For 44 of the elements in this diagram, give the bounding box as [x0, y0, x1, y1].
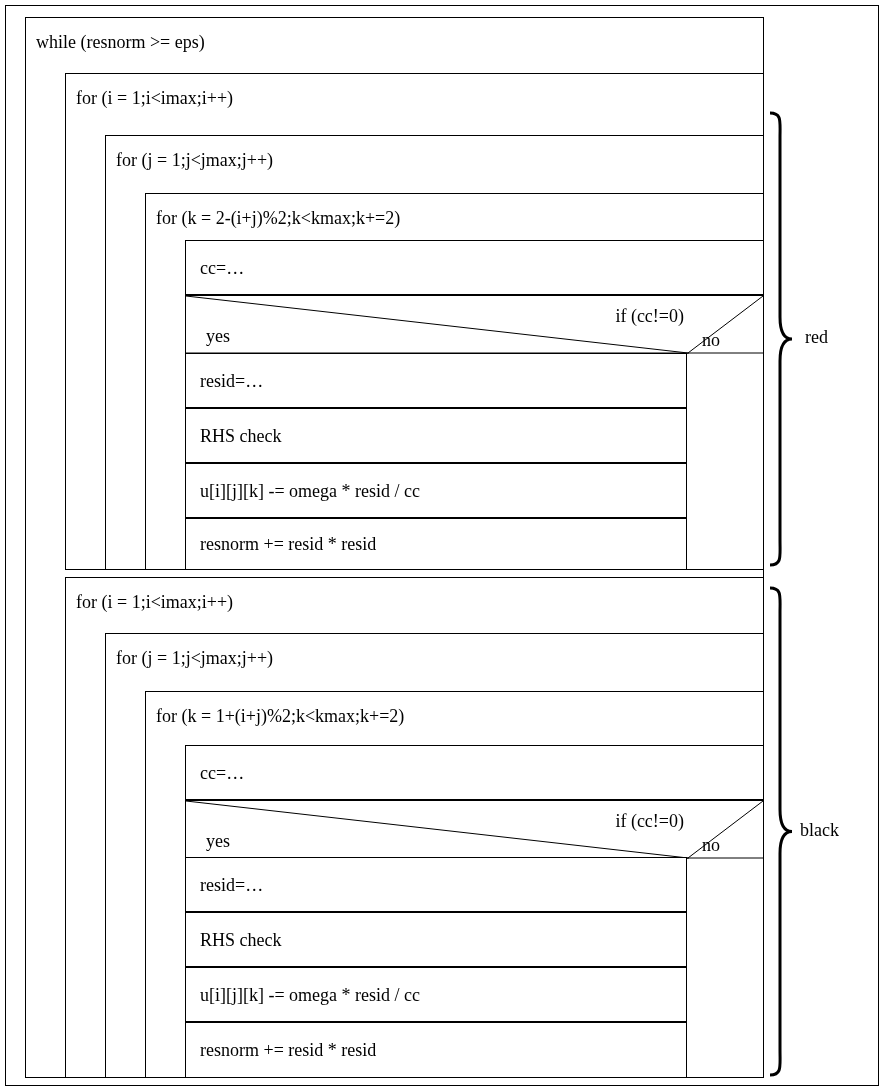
loop-block: [105, 633, 764, 1078]
statement-box: [185, 745, 764, 800]
statement-box: [185, 353, 687, 408]
statement-text: u[i][j][k] -= omega * resid / cc: [200, 480, 421, 501]
loop-block: [25, 17, 764, 1078]
statement-text: RHS check: [200, 425, 282, 446]
statement-text: resnorm += resid * resid: [200, 1039, 377, 1061]
statement-text: resid=…: [200, 874, 264, 895]
loop-block: [145, 193, 764, 570]
statement-text: resid=…: [200, 370, 264, 391]
loop-block: [65, 73, 764, 570]
condition-text: if (cc!=0): [615, 306, 684, 327]
loop-condition: for (k = 2-(i+j)%2;k<kmax;k+=2): [156, 208, 401, 229]
branch-label: yes: [206, 831, 230, 852]
loop-condition: for (j = 1;j<jmax;j++): [116, 648, 274, 669]
branch-label: yes: [206, 326, 230, 347]
statement-box: [185, 1022, 687, 1078]
loop-condition: for (j = 1;j<jmax;j++): [116, 150, 274, 171]
loop-block: [65, 577, 764, 1078]
condition-text: if (cc!=0): [615, 811, 684, 832]
statement-box: [185, 912, 687, 967]
statement-text: cc=…: [200, 762, 245, 783]
statement-box: [185, 463, 687, 518]
statement-box: [185, 967, 687, 1022]
statement-text: RHS check: [200, 929, 282, 950]
loop-condition: for (i = 1;i<imax;i++): [76, 592, 234, 613]
branch-label: no: [702, 835, 720, 856]
branch-label: no: [702, 330, 720, 351]
decision-block: [185, 800, 764, 1078]
statement-text: cc=…: [200, 257, 245, 278]
statement-box: [185, 857, 687, 912]
loop-block: [145, 691, 764, 1078]
statement-box: [185, 240, 764, 295]
statement-box: [185, 518, 687, 570]
decision-block: [185, 295, 764, 570]
loop-condition: while (resnorm >= eps): [36, 32, 205, 53]
loop-block: [105, 135, 764, 570]
statement-text: u[i][j][k] -= omega * resid / cc: [200, 984, 421, 1005]
statement-text: resnorm += resid * resid: [200, 533, 377, 555]
loop-condition: for (i = 1;i<imax;i++): [76, 88, 234, 109]
loop-condition: for (k = 1+(i+j)%2;k<kmax;k+=2): [156, 706, 405, 727]
brace-label: black: [800, 819, 839, 841]
statement-box: [185, 408, 687, 463]
brace-label: red: [805, 327, 828, 348]
